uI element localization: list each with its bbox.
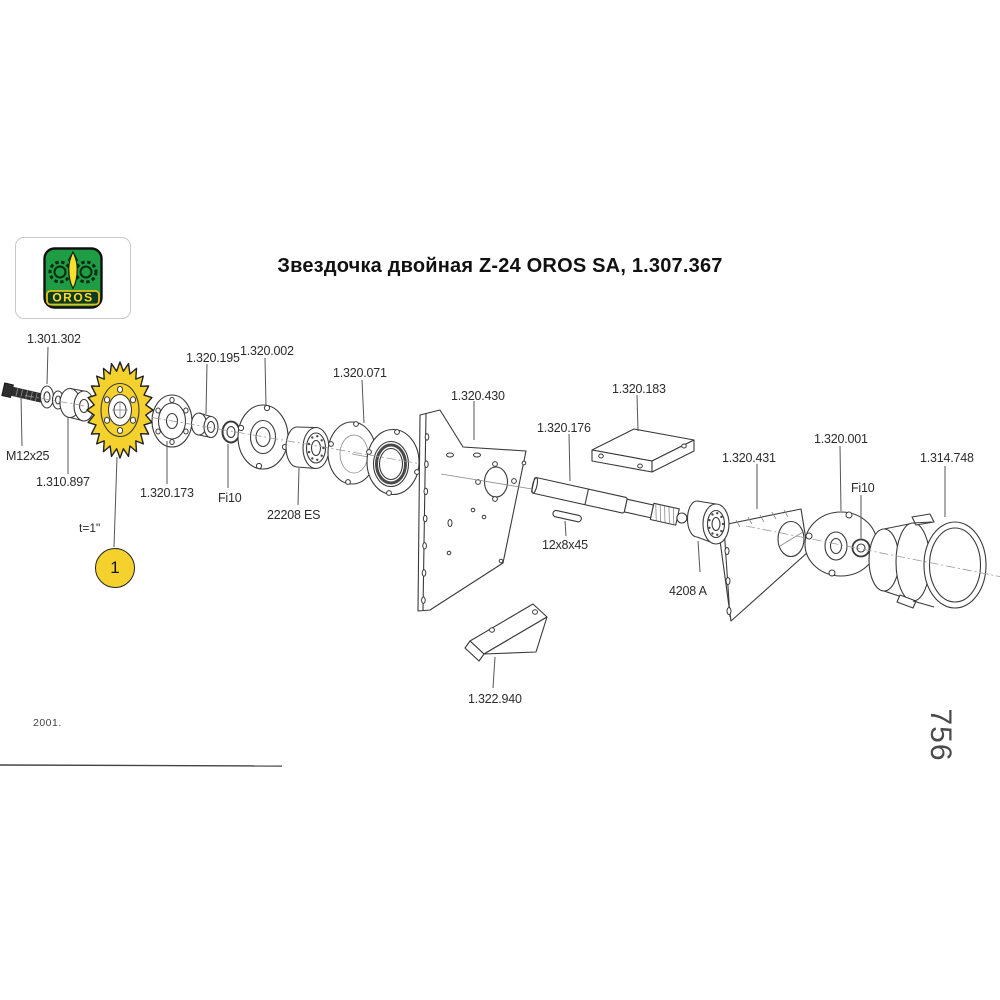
label-1320431: 1.320.431: [722, 451, 776, 465]
flange-1320071-drawing: [327, 421, 420, 496]
bottom-rule: [0, 764, 283, 767]
label-1320183: 1.320.183: [612, 382, 666, 396]
label-4208a: 4208 A: [669, 584, 707, 598]
bracket-1320183-drawing: [591, 428, 695, 473]
bearing-4208a-drawing: [686, 500, 730, 545]
leader-lines: [20, 346, 946, 689]
label-1314748: 1.314.748: [920, 451, 974, 465]
generated-details: [103, 386, 725, 604]
label-12x8x45: 12x8x45: [542, 538, 588, 552]
page-title: Звездочка двойная Z-24 OROS SA, 1.307.36…: [277, 255, 723, 277]
label-1310897: 1.310.897: [36, 475, 90, 489]
plate-1320430-drawing: [417, 409, 533, 612]
spacer-1320195-drawing: [190, 412, 219, 439]
label-1320176: 1.320.176: [537, 421, 591, 435]
oros-logo: OROS: [15, 237, 131, 319]
drum-1314748-drawing: [868, 513, 987, 609]
label-1322940: 1.322.940: [468, 692, 522, 706]
logo-text: OROS: [52, 291, 93, 305]
callout-number: 1: [110, 558, 120, 577]
label-fi10-left: Fi10: [218, 491, 242, 505]
label-22208es: 22208 ES: [267, 508, 321, 522]
label-1320001: 1.320.001: [814, 432, 868, 446]
tooth-pitch-note: t=1": [79, 521, 101, 535]
label-m12x25: M12x25: [6, 449, 50, 463]
flange-1320001-drawing: [804, 511, 878, 577]
label-1320195: 1.320.195: [186, 351, 240, 365]
label-1320002: 1.320.002: [240, 344, 294, 358]
corn-icon: [68, 250, 78, 290]
label-fi10-right: Fi10: [851, 481, 875, 495]
plate-1320431-drawing: [717, 508, 809, 622]
label-1320071: 1.320.071: [333, 366, 387, 380]
ring-fi10-right-drawing: [851, 538, 871, 558]
shaft-1320176-drawing: [531, 477, 688, 526]
bracket-1322940-drawing: [464, 603, 548, 662]
washer-1301302-drawing: [39, 385, 55, 409]
oros-logo-graphic: OROS: [43, 247, 103, 309]
label-1320430: 1.320.430: [451, 389, 505, 403]
label-1301302: 1.301.302: [27, 332, 81, 346]
flange-1320002-drawing: [237, 404, 289, 470]
key-12x8x45-drawing: [552, 509, 582, 523]
label-1320173: 1.320.173: [140, 486, 194, 500]
sprocket-z24-drawing: [86, 361, 154, 459]
callout-item-1: 1: [95, 548, 135, 588]
bolt-m12x25-drawing: [1, 382, 46, 404]
year-note: 2001.: [33, 717, 62, 729]
page-number: 756: [924, 708, 957, 762]
